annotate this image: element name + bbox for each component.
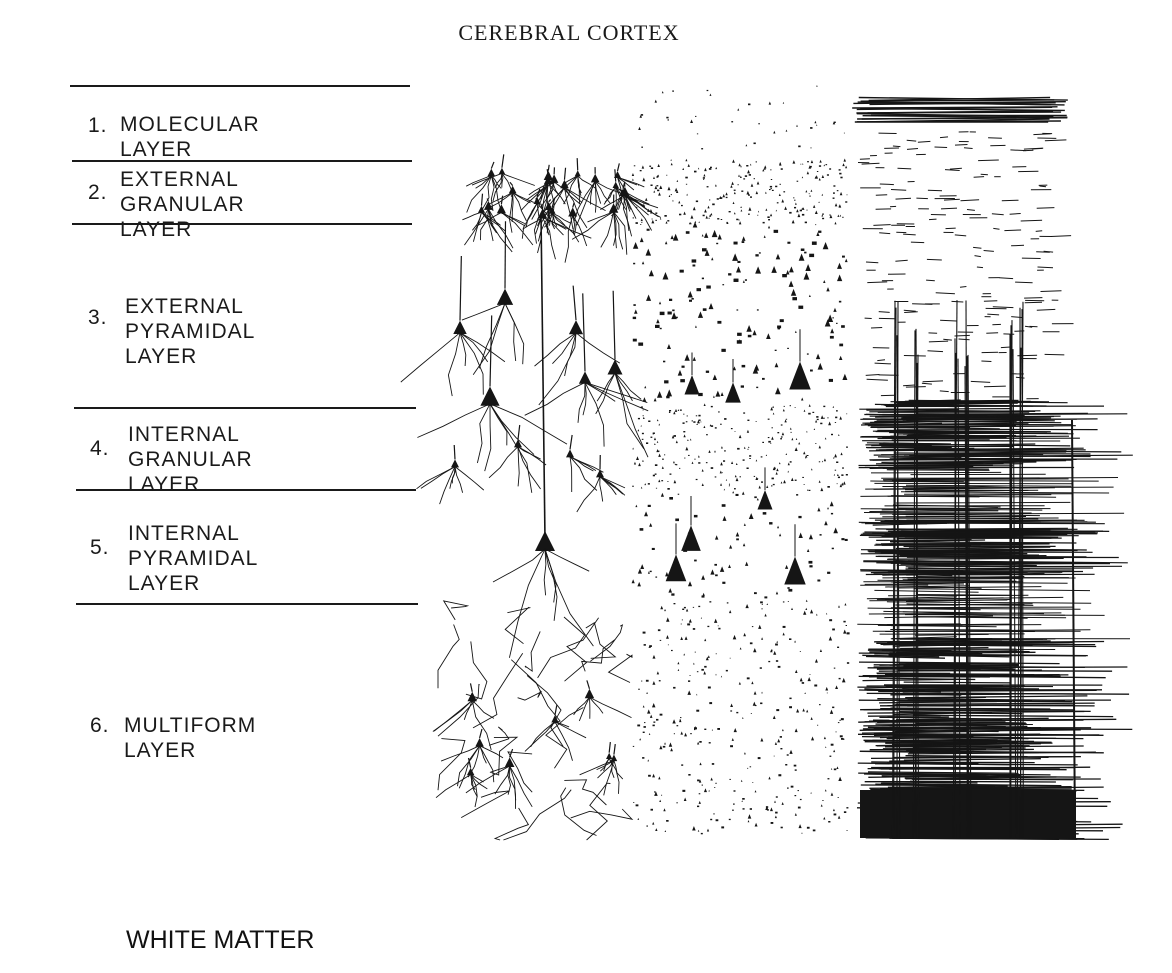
layer-divider-3-4 bbox=[74, 407, 416, 409]
layer-divider-2-3 bbox=[72, 223, 412, 225]
layer-number: 6. bbox=[90, 714, 110, 737]
layer-divider-1-2 bbox=[72, 160, 412, 162]
layer-number: 3. bbox=[88, 306, 108, 329]
layer-name: INTERNAL GRANULAR LAYER bbox=[128, 423, 253, 496]
layer-number: 4. bbox=[90, 437, 110, 460]
golgi-stain-column bbox=[400, 154, 662, 841]
layer-name: MULTIFORM LAYER bbox=[124, 714, 257, 762]
layer-divider-4-5 bbox=[76, 489, 416, 491]
layer-number: 5. bbox=[90, 536, 110, 559]
layer-name: MOLECULAR LAYER bbox=[120, 113, 260, 161]
layer-name: INTERNAL PYRAMIDAL LAYER bbox=[128, 522, 259, 595]
myelin-stain-column bbox=[852, 96, 1133, 841]
nissl-stain-column bbox=[631, 85, 850, 835]
white-matter-label: WHITE MATTER bbox=[126, 926, 315, 954]
layer-number: 1. bbox=[88, 114, 108, 137]
diagram-title: CEREBRAL CORTEX bbox=[458, 20, 680, 45]
layer-divider-top bbox=[70, 85, 410, 87]
layer-divider-5-6 bbox=[76, 603, 418, 605]
layer-name: EXTERNAL PYRAMIDAL LAYER bbox=[125, 295, 256, 368]
layer-number: 2. bbox=[88, 181, 108, 204]
layer-name: EXTERNAL GRANULAR LAYER bbox=[120, 168, 245, 241]
